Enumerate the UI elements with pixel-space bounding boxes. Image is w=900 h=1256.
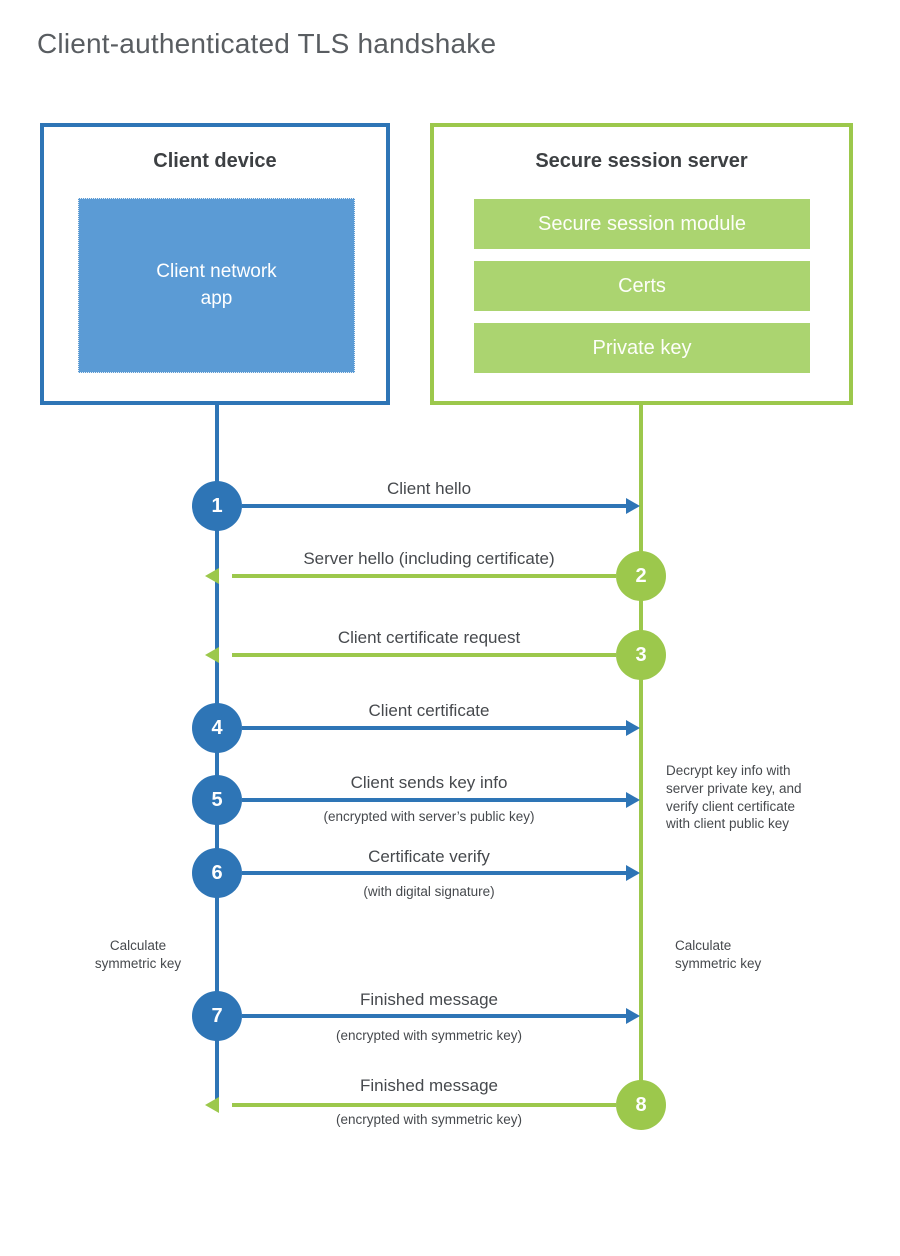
server-module-certs: Certs xyxy=(474,261,810,311)
step-6-label: Certificate verify xyxy=(368,847,490,866)
step-4-badge: 4 xyxy=(192,703,242,753)
step-7-label: Finished message xyxy=(360,990,498,1009)
step-4-arrow xyxy=(242,726,626,730)
server-module-secure-session: Secure session module xyxy=(474,199,810,249)
step-2-label: Server hello (including certificate) xyxy=(303,549,555,568)
step-4-arrowhead-icon xyxy=(626,720,640,736)
step-4-label: Client certificate xyxy=(368,701,490,720)
step-7-sublabel: (encrypted with symmetric key) xyxy=(335,1028,523,1043)
step-6-badge: 6 xyxy=(192,848,242,898)
server-module-private-key: Private key xyxy=(474,323,810,373)
server-lifeline xyxy=(639,405,643,1107)
step-2-arrow xyxy=(232,574,616,578)
step-2-badge: 2 xyxy=(616,551,666,601)
step-5-arrow xyxy=(242,798,626,802)
step-5-badge: 5 xyxy=(192,775,242,825)
step-8-sublabel: (encrypted with symmetric key) xyxy=(335,1112,523,1127)
step-6-sublabel: (with digital signature) xyxy=(363,884,495,899)
step-3-badge: 3 xyxy=(616,630,666,680)
page-title: Client-authenticated TLS handshake xyxy=(37,28,497,59)
server-calculate-note: Calculate symmetric key xyxy=(675,938,762,971)
step-1-arrowhead-icon xyxy=(626,498,640,514)
client-lifeline xyxy=(215,405,219,1107)
step-2-arrowhead-icon xyxy=(205,568,219,584)
step-8-label: Finished message xyxy=(360,1076,498,1095)
step-5-label: Client sends key info xyxy=(350,773,508,792)
server-decrypt-note: Decrypt key info with server private key… xyxy=(666,763,802,832)
step-5-arrowhead-icon xyxy=(626,792,640,808)
step-3-arrow xyxy=(232,653,616,657)
step-1-label: Client hello xyxy=(386,479,472,498)
step-1-arrow xyxy=(242,504,626,508)
step-6-arrow xyxy=(242,871,626,875)
step-7-badge: 7 xyxy=(192,991,242,1041)
step-8-arrowhead-icon xyxy=(205,1097,219,1113)
step-5-sublabel: (encrypted with server’s public key) xyxy=(323,809,535,824)
client-network-app-box: Client network app xyxy=(78,198,355,373)
step-7-arrowhead-icon xyxy=(626,1008,640,1024)
secure-session-server-title: Secure session server xyxy=(535,150,748,172)
step-1-badge: 1 xyxy=(192,481,242,531)
step-6-arrowhead-icon xyxy=(626,865,640,881)
client-device-title: Client device xyxy=(153,150,277,172)
step-3-arrowhead-icon xyxy=(205,647,219,663)
step-8-badge: 8 xyxy=(616,1080,666,1130)
step-8-arrow xyxy=(232,1103,616,1107)
client-calculate-note: Calculate symmetric key xyxy=(94,938,182,971)
step-3-label: Client certificate request xyxy=(337,628,521,647)
step-7-arrow xyxy=(242,1014,626,1018)
